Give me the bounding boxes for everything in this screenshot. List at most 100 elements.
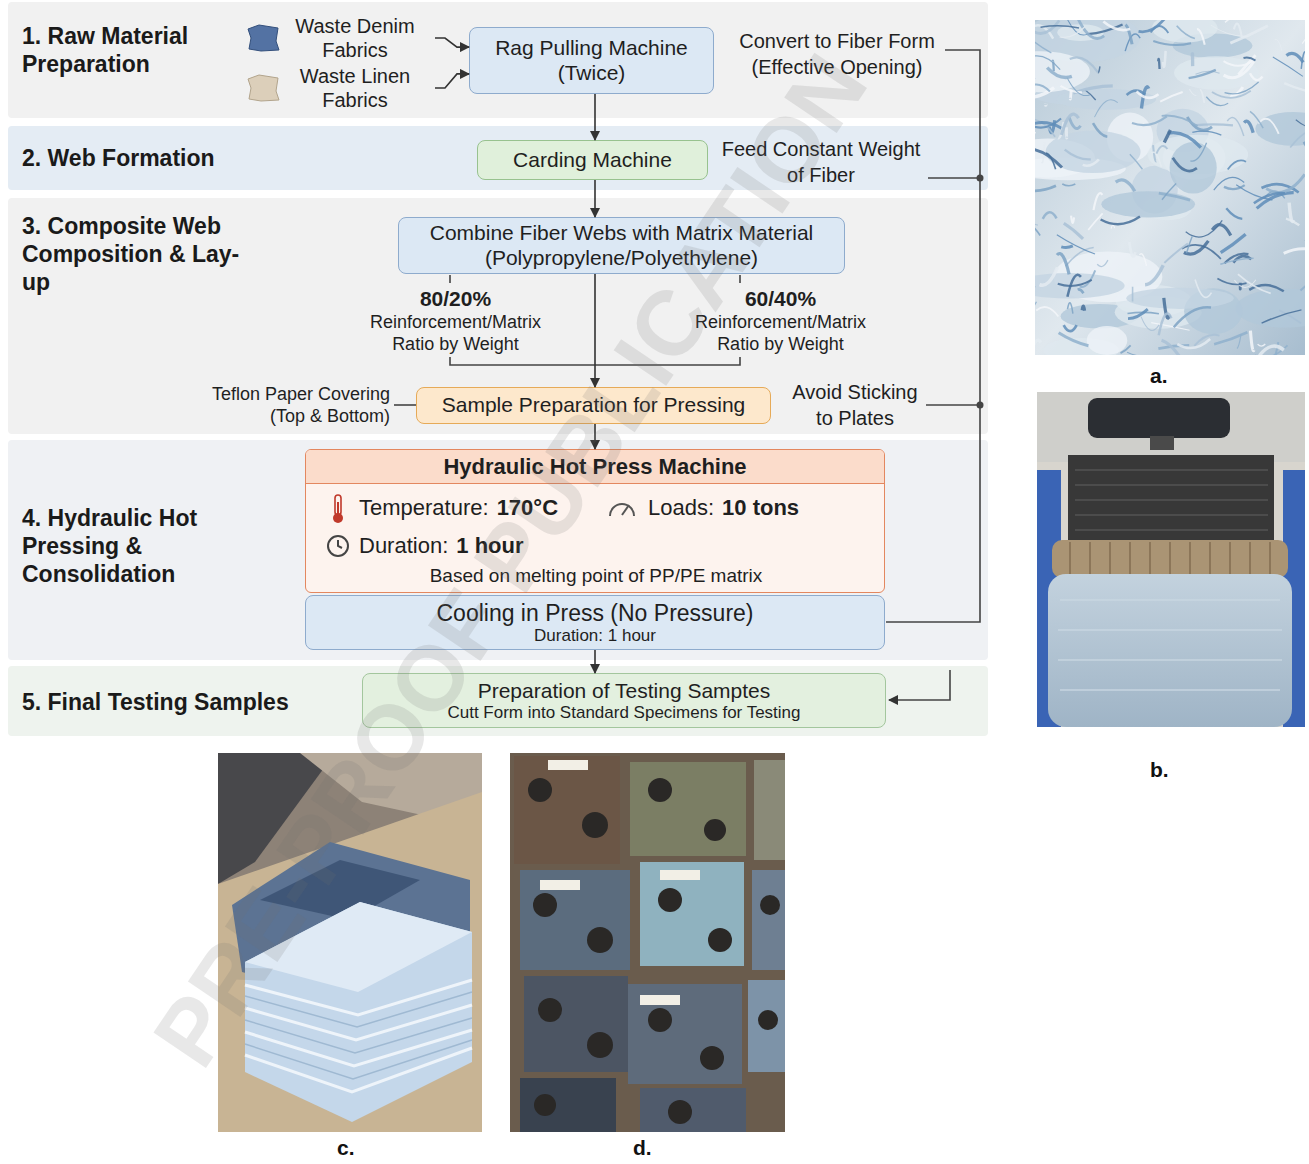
fabric-icon	[245, 23, 281, 53]
fiber-strand	[1189, 89, 1196, 95]
fiber-tuft	[1101, 191, 1195, 217]
junction-dot	[977, 402, 984, 409]
ratio-value: 80/20%	[358, 286, 553, 311]
box-subtitle: (Twice)	[558, 61, 626, 85]
box-title: Combine Fiber Webs with Matrix Material	[430, 221, 814, 245]
composite-samples-photo	[510, 753, 785, 1132]
drawing-part	[248, 75, 279, 101]
fiber-strand	[1035, 220, 1040, 235]
material-name: Waste Linen Fabrics	[289, 64, 421, 112]
fiber-strand	[1177, 26, 1195, 39]
fiber-strand	[1214, 177, 1244, 190]
fiber-strand	[1127, 352, 1152, 355]
fiber-strand	[1227, 118, 1244, 137]
fiber-strand	[1284, 249, 1305, 254]
fiber-strand	[1160, 92, 1183, 102]
fiber-strand	[1061, 246, 1073, 248]
process-box: Sample Preparation for Pressing	[416, 387, 771, 424]
fiber-tuft	[1170, 142, 1217, 194]
fiber-strand	[1238, 55, 1255, 74]
fiber-strand	[1173, 158, 1197, 171]
drawing-part	[245, 902, 472, 992]
fiber-strand	[1302, 26, 1305, 44]
text-holder: Avoid Sticking to Plates	[785, 379, 925, 431]
fiber-strand	[1255, 345, 1288, 355]
fiber-strand	[1211, 25, 1248, 36]
process-box: Combine Fiber Webs with Matrix Material(…	[398, 217, 845, 274]
fiber-strand	[1111, 225, 1115, 229]
fiber-strand	[1192, 131, 1221, 135]
fiber-strand	[1195, 123, 1233, 126]
box-subtitle: Cutt Form into Standard Specimens for Te…	[447, 703, 800, 723]
fiber-tuft	[1126, 288, 1233, 309]
fiber-strand	[1195, 279, 1211, 297]
fiber-strand	[1070, 57, 1098, 72]
drawing-part	[1037, 392, 1305, 727]
fiber-strand	[1057, 235, 1095, 254]
text-holder: c.	[337, 1137, 377, 1159]
fiber-strand	[1059, 333, 1089, 346]
text-holder: 1 hour	[456, 532, 523, 560]
thermometer-icon	[330, 494, 346, 524]
fiber-strand	[1212, 225, 1231, 236]
drawing-group	[330, 494, 346, 524]
fiber-strand	[1126, 25, 1133, 45]
fiber-strand	[1250, 331, 1254, 351]
fiber-strand	[1258, 344, 1266, 346]
fiber-strand	[1200, 90, 1204, 103]
drawing-part	[528, 778, 552, 802]
carding-machine-photo	[1037, 392, 1305, 727]
flow-arrow	[435, 74, 469, 88]
drawing-group	[528, 778, 780, 1124]
drawing-part	[704, 819, 726, 841]
fiber-strand	[1082, 306, 1084, 311]
fiber-strand	[1069, 117, 1080, 128]
drawing-part	[524, 976, 628, 1072]
fiber-strand	[1217, 279, 1246, 285]
drawing-part	[700, 1046, 724, 1070]
text-holder: 5. Final Testing Samples	[22, 688, 352, 716]
fiber-strand	[1093, 193, 1102, 210]
fiber-strand	[1236, 185, 1272, 200]
drawing-part	[510, 753, 785, 1132]
box-subtitle: (Polypropylene/Polyethylene)	[485, 246, 758, 270]
fiber-strand	[1230, 26, 1268, 43]
parameter-name: Loads:	[648, 494, 714, 522]
press-box: Hydraulic Hot Press MachineTemperature:1…	[305, 449, 885, 593]
fiber-strand	[1047, 68, 1072, 78]
side-return-line	[886, 50, 980, 622]
stage-label: 5. Final Testing Samples	[22, 688, 352, 716]
drawing-part	[1070, 542, 1270, 576]
drawing-part	[245, 992, 472, 1079]
drawing-part	[520, 1078, 616, 1132]
drawing-part	[248, 25, 279, 51]
drawing-part	[628, 984, 742, 1084]
text-holder: Reinforcement/Matrix Ratio by Weight	[358, 311, 553, 355]
fiber-strand	[1159, 313, 1172, 335]
fiber-strand	[1077, 20, 1104, 39]
fiber-strand	[1039, 267, 1057, 285]
fabric-icon	[245, 73, 281, 103]
fiber-strand	[1174, 307, 1211, 327]
fiber-strand	[1062, 184, 1075, 186]
drawing-group	[1035, 20, 1305, 355]
fiber-strand	[1186, 220, 1223, 237]
drawing-part	[758, 1010, 778, 1030]
fiber-strand	[1036, 307, 1058, 316]
box-title: Cooling in Press (No Pressure)	[436, 600, 753, 626]
fiber-strand	[1064, 325, 1077, 331]
fiber-photo	[993, 4, 1309, 362]
fiber-strand	[1244, 121, 1253, 133]
input-material: Waste Denim Fabrics	[245, 12, 435, 64]
ratio-note: Reinforcement/Matrix Ratio by Weight	[683, 311, 878, 355]
drawing-part	[514, 756, 620, 864]
fiber-strand	[1035, 132, 1036, 140]
fiber-strand	[1296, 120, 1305, 129]
fiber-strand	[1259, 346, 1283, 355]
fiber-strand	[1225, 82, 1259, 94]
clock-icon	[326, 534, 350, 558]
drawing-part	[338, 540, 342, 548]
fiber-strand	[1043, 212, 1057, 218]
fiber-strand	[1035, 302, 1036, 313]
